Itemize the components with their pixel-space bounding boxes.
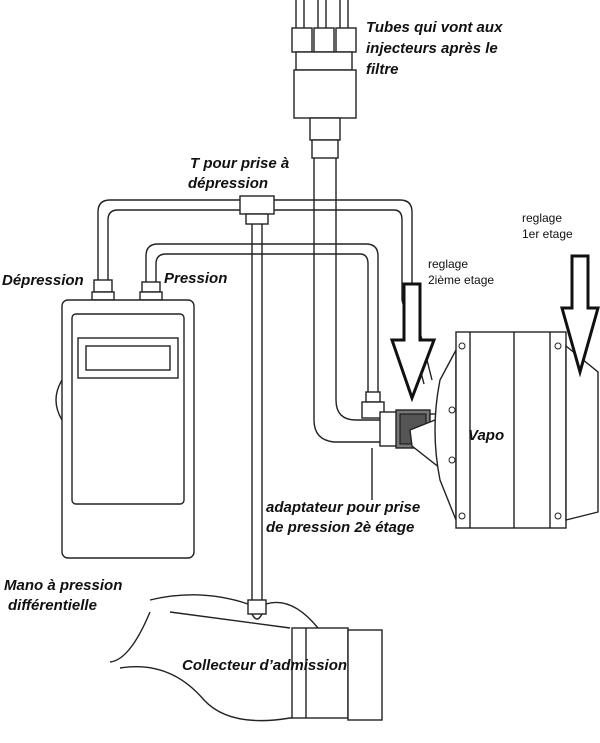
vacuum-line [247,224,267,620]
vaporizer-icon [409,331,599,529]
vapo-label: Vapo [468,427,504,444]
tee-fitting [239,195,275,225]
down-arrow-icon [389,282,437,403]
depression-hose [97,199,433,385]
depression-label: Dépression [2,272,84,289]
reglage-1-label-line1: reglage [522,211,562,225]
down-arrow-icon [560,254,600,378]
adapter-label-line1: adaptateur pour prise [266,499,420,516]
tee-label-line1: T pour prise à [190,155,289,172]
manifold-label: Collecteur d’admission [182,657,347,674]
tubes-label-line1: Tubes qui vont aux [366,19,503,36]
adapter-label-line2: de pression 2è étage [266,519,414,536]
tubes-label-line2: injecteurs après le [366,40,498,57]
gauge-label-line2: différentielle [8,597,97,614]
reglage-2-label-line2: 2ième etage [428,273,494,287]
reglage-1-label-line2: 1er etage [522,227,573,241]
reglage-2-label-line1: reglage [428,257,468,271]
tubes-label-line3: filtre [366,61,399,78]
gauge-label-line1: Mano à pression [4,577,122,594]
intake-manifold [109,594,383,722]
injector-tubes [291,0,380,443]
tee-label-line2: dépression [188,175,268,192]
adapter-tap [361,391,385,419]
gauge-icon [55,279,195,559]
pressure-label: Pression [164,270,227,287]
